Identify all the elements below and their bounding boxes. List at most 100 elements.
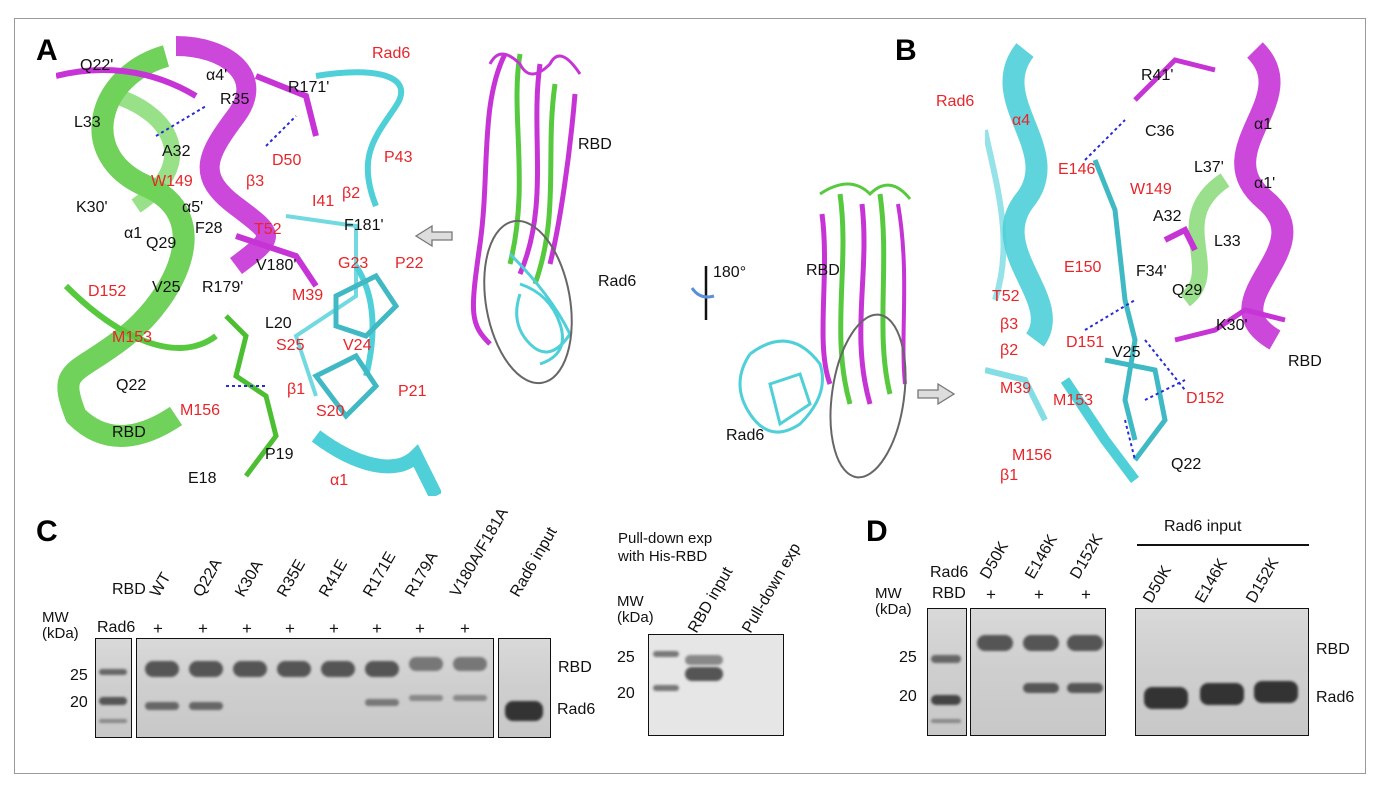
- label-f181-prime: F181': [344, 217, 384, 234]
- label-p22: P22: [395, 255, 424, 272]
- mw-label-d: MW (kDa): [875, 585, 912, 618]
- label-c36: C36: [1145, 123, 1175, 140]
- label-t52-b: T52: [992, 288, 1020, 305]
- label-l37-prime: L37': [1194, 159, 1224, 176]
- panel-letter-a: A: [36, 34, 58, 67]
- label-m153-b: M153: [1053, 392, 1094, 409]
- label-v180-prime: V180': [256, 257, 297, 274]
- label-m39-a: M39: [292, 287, 324, 304]
- label-d151: D151: [1066, 334, 1105, 351]
- label-s25: S25: [276, 337, 305, 354]
- label-e18: E18: [188, 470, 217, 487]
- label-rbd-overview-top: RBD: [578, 136, 612, 153]
- label-k30-prime: K30': [76, 199, 108, 216]
- label-rad6-overview-bottom: Rad6: [726, 427, 765, 444]
- gel-pulldown-control: [648, 634, 784, 736]
- label-q22: Q22: [116, 377, 147, 394]
- marker-25-d: 25: [899, 649, 917, 666]
- label-v24: V24: [343, 337, 372, 354]
- lane-label-rbd: RBD: [112, 581, 146, 598]
- label-a32: A32: [162, 143, 191, 160]
- label-r41-prime: R41': [1141, 67, 1174, 84]
- band-label-rad6-c: Rad6: [557, 701, 596, 718]
- label-e146-b: E146: [1058, 161, 1096, 178]
- gel-marker-lane-d: [927, 608, 967, 736]
- label-s20: S20: [316, 403, 345, 420]
- label-q29-b: Q29: [1172, 282, 1203, 299]
- label-alpha1-prime: α1': [1254, 175, 1276, 192]
- label-rbd-a: RBD: [112, 424, 146, 441]
- plus-sign: +: [242, 619, 252, 638]
- label-g23: G23: [338, 255, 369, 272]
- panel-letter-b: B: [895, 34, 917, 67]
- gel-marker-lane-c: [95, 638, 132, 738]
- label-k30-prime-b: K30': [1216, 317, 1248, 334]
- band-label-rad6-d: Rad6: [1316, 689, 1355, 706]
- plus-sign: +: [372, 619, 382, 638]
- label-rad6-a: Rad6: [372, 45, 411, 62]
- overview-structures-image: [414, 52, 956, 479]
- label-r35: R35: [220, 91, 250, 108]
- label-l33: L33: [74, 114, 101, 131]
- band-label-rbd-d: RBD: [1316, 641, 1350, 658]
- label-d152-b: D152: [1186, 390, 1225, 407]
- label-alpha1-rad6-a: α1: [330, 472, 349, 489]
- row-label-rbd-d: RBD: [932, 585, 966, 602]
- label-beta2-b: β2: [1000, 342, 1019, 359]
- plus-sign: +: [153, 619, 163, 638]
- label-beta3-b: β3: [1000, 316, 1019, 333]
- label-beta2-a: β2: [342, 185, 361, 202]
- label-m156-b: M156: [1012, 447, 1053, 464]
- label-m39-b: M39: [1000, 380, 1032, 397]
- label-d50: D50: [272, 152, 302, 169]
- label-beta1-b: β1: [1000, 467, 1019, 484]
- gel-rad6-input-c: [498, 638, 551, 738]
- panel-letter-c: C: [36, 515, 58, 548]
- panel-b-structure-image: [985, 42, 1294, 483]
- panel-a-structure-image: [56, 36, 441, 496]
- label-r179-prime: R179': [202, 279, 244, 296]
- label-alpha5-prime: α5': [182, 199, 204, 216]
- label-w149: W149: [151, 173, 193, 190]
- label-d152-a: D152: [88, 283, 127, 300]
- plus-sign: +: [460, 619, 470, 638]
- label-q22-b: Q22: [1171, 456, 1202, 473]
- label-e150: E150: [1064, 259, 1102, 276]
- band-label-rbd-c: RBD: [558, 659, 592, 676]
- label-rad6-b: Rad6: [936, 93, 975, 110]
- label-rbd-b: RBD: [1288, 353, 1322, 370]
- label-rad6-overview-top: Rad6: [598, 273, 637, 290]
- label-p43: P43: [384, 149, 413, 166]
- label-l33-b: L33: [1214, 233, 1241, 250]
- label-rbd-overview-bottom: RBD: [806, 262, 840, 279]
- plus-sign: +: [285, 619, 295, 638]
- marker-25-pulldown: 25: [617, 649, 635, 666]
- label-t52-a: T52: [254, 221, 282, 238]
- label-w149-b: W149: [1130, 181, 1172, 198]
- label-f28: F28: [195, 220, 223, 237]
- label-rotation-180: 180°: [713, 264, 747, 281]
- row-label-rad6-d: Rad6: [930, 564, 969, 581]
- label-p21: P21: [398, 383, 427, 400]
- label-beta1-a: β1: [287, 381, 306, 398]
- marker-20-pulldown: 20: [617, 685, 635, 702]
- input-title-d: Rad6 input: [1164, 518, 1242, 535]
- input-title-underline: [1137, 544, 1309, 546]
- plus-sign: +: [986, 585, 996, 604]
- label-v25-b: V25: [1112, 344, 1141, 361]
- plus-sign: +: [329, 619, 339, 638]
- label-i41: I41: [312, 193, 335, 210]
- marker-20-d: 20: [899, 688, 917, 705]
- marker-25-c: 25: [70, 667, 88, 684]
- pulldown-title: Pull-down exp with His-RBD: [618, 530, 713, 565]
- mw-label-c: MW (kDa): [42, 609, 79, 642]
- label-m156-a: M156: [180, 402, 221, 419]
- label-alpha1-b: α1: [1254, 116, 1273, 133]
- label-r171-prime: R171': [288, 79, 330, 96]
- gel-rad6-input-d: [1135, 608, 1309, 736]
- mw-label-pulldown: MW (kDa): [617, 593, 654, 626]
- row-label-rad6-c: Rad6: [97, 619, 136, 636]
- label-q29: Q29: [146, 235, 177, 252]
- label-a32-b: A32: [1153, 208, 1182, 225]
- plus-sign: +: [415, 619, 425, 638]
